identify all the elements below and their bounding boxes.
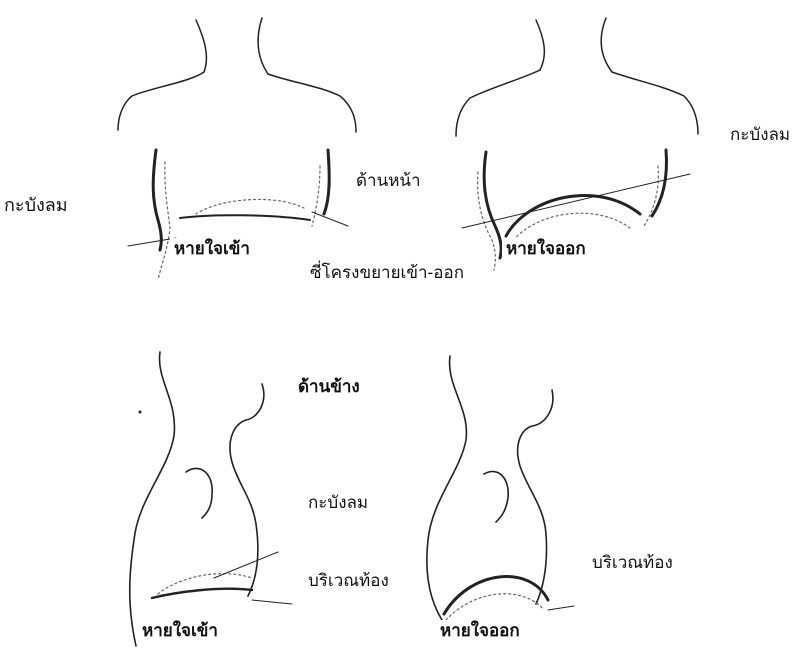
front-exhale-figure [456, 18, 698, 270]
front-inhale-ribcage-right [324, 150, 329, 214]
front-inhale-shoulder-left [118, 72, 204, 130]
label-side-inhale: หายใจเข้า [138, 620, 222, 643]
front-exhale-neck-right [601, 18, 612, 72]
front-inhale-neck-left [196, 20, 206, 72]
side-inhale-arm [186, 468, 212, 518]
label-side-diaphragm: กะบังลม [304, 492, 372, 515]
label-front-diaphragm-left: กะบังลม [0, 194, 72, 219]
side-exhale-figure [427, 356, 574, 626]
side-inhale-back [130, 352, 175, 646]
side-inhale-dot [139, 411, 142, 414]
front-inhale-diaphragm [180, 215, 310, 220]
side-inhale-pointer-bottom [252, 600, 292, 604]
front-inhale-ribcage-left [153, 150, 161, 250]
label-side-abdomen-left: บริเวณท้อง [304, 570, 393, 593]
label-ribs-motion: ซี่โครงขยายเข้า-ออก [306, 262, 468, 285]
side-inhale-diaphragm [152, 589, 252, 598]
side-inhale-pointer-top [214, 552, 278, 578]
side-exhale-back [427, 356, 467, 626]
side-inhale-diaphragm-dotted [158, 574, 252, 594]
label-side-view: ด้านข้าง [294, 376, 364, 399]
label-side-abdomen-right: บริเวณท้อง [588, 552, 677, 575]
side-exhale-arm [484, 471, 508, 522]
side-exhale-diaphragm-dotted [446, 594, 544, 620]
front-inhale-diaphragm-dotted [196, 199, 304, 214]
front-inhale-pointer-right [312, 212, 348, 226]
label-front-exhale: หายใจออก [502, 238, 590, 261]
label-side-exhale: หายใจออก [436, 620, 524, 643]
front-inhale-pointer [128, 238, 176, 246]
front-exhale-shoulder-right [612, 72, 698, 134]
front-inhale-shoulder-right [268, 74, 356, 132]
front-exhale-neck-left [536, 20, 544, 70]
front-exhale-pointer [462, 174, 690, 228]
front-inhale-ribcage-right-dotted [312, 166, 320, 226]
side-inhale-figure [130, 352, 292, 646]
label-front-diaphragm-right: กะบังลม [726, 124, 794, 147]
label-front-inhale: หายใจเข้า [170, 238, 254, 261]
side-exhale-pointer [548, 606, 574, 610]
label-front-view: ด้านหน้า [352, 170, 425, 193]
side-exhale-chest [518, 390, 553, 604]
front-inhale-neck-right [258, 18, 268, 74]
side-exhale-diaphragm [444, 577, 548, 614]
front-exhale-ribcage-right [652, 150, 666, 216]
front-exhale-shoulder-left [456, 70, 540, 136]
